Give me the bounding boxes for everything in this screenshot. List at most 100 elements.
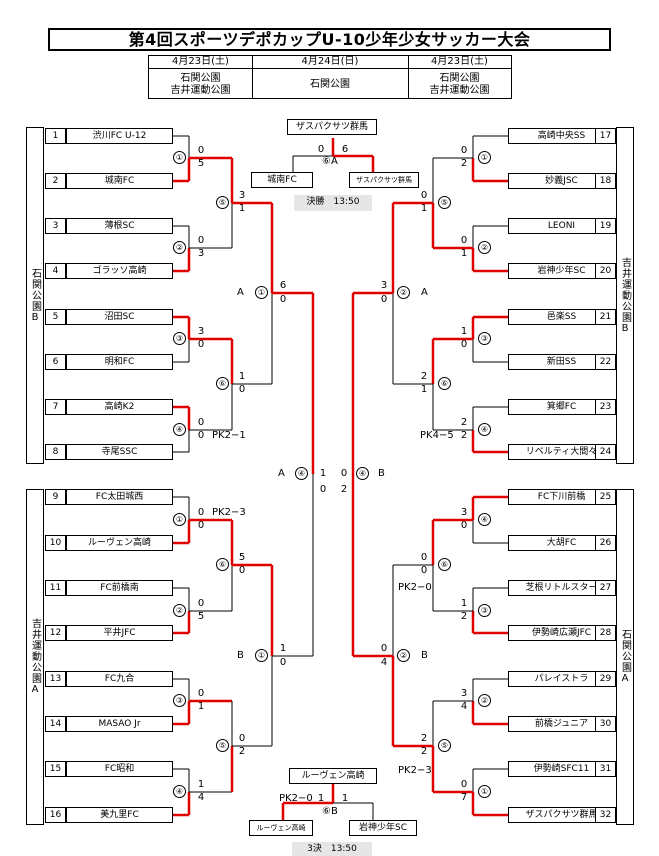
score: 2 [420, 746, 428, 757]
score: 3 [460, 507, 468, 518]
score: 0 [420, 552, 428, 563]
match-number: ⑤ [438, 196, 451, 209]
third-left-team: ルーヴェン高崎 [249, 820, 313, 836]
score: 6 [279, 280, 287, 291]
team-name: 美九里FC [66, 807, 173, 823]
team-number: 31 [595, 761, 616, 777]
score: 2 [238, 746, 246, 757]
score: 5 [197, 611, 205, 622]
match-number: ③ [478, 604, 491, 617]
team-number: 5 [45, 309, 66, 325]
match-number: ④ [295, 467, 308, 480]
team-name: 平井JFC [66, 625, 173, 641]
score: 0 [460, 779, 468, 790]
team-name: 明和FC [66, 354, 173, 370]
team-number: 17 [595, 128, 616, 144]
score: 0 [238, 384, 246, 395]
group-letter: A [421, 287, 428, 298]
score: 1 [460, 598, 468, 609]
score: 2 [460, 158, 468, 169]
score: 0 [319, 484, 327, 495]
score: 1 [319, 468, 327, 479]
match-number: ⑥ [216, 377, 229, 390]
schedule-venue: 石関公園 吉井運動公園 [170, 72, 231, 96]
team-name: 城南FC [66, 173, 173, 189]
team-number: 7 [45, 399, 66, 415]
team-number: 25 [595, 489, 616, 505]
team-name: FC九合 [66, 671, 173, 687]
team-number: 22 [595, 354, 616, 370]
team-number: 20 [595, 263, 616, 279]
match-number: ② [478, 694, 491, 707]
team-number: 32 [595, 807, 616, 823]
score: 0 [197, 145, 205, 156]
team-name: 岩神少年SC [508, 263, 615, 279]
schedule-venue: 石関公園 吉井運動公園 [429, 72, 490, 96]
score: 2 [420, 371, 428, 382]
match-number: ① [173, 513, 186, 526]
score: 0 [460, 520, 468, 531]
third-time: 3決 13:50 [292, 842, 372, 856]
match-number: ② [397, 649, 410, 662]
match-number: ⑤ [216, 196, 229, 209]
score: 1 [341, 793, 349, 804]
final-time: 決勝 13:50 [294, 195, 372, 211]
score: 0 [197, 507, 205, 518]
match-number: ⑤ [438, 739, 451, 752]
team-name: 妙義JSC [508, 173, 615, 189]
match-number: ③ [173, 332, 186, 345]
match-number: ④ [173, 423, 186, 436]
team-number: 2 [45, 173, 66, 189]
team-name: FC太田城西 [66, 489, 173, 505]
match-number: ② [478, 241, 491, 254]
team-name: MASAO Jr [66, 716, 173, 732]
score: 1 [279, 643, 287, 654]
team-number: 4 [45, 263, 66, 279]
team-name: ゴラッソ高崎 [66, 263, 173, 279]
match-number: ⑥ [438, 558, 451, 571]
team-number: 23 [595, 399, 616, 415]
score: 5 [197, 158, 205, 169]
score: 1 [238, 371, 246, 382]
tournament-title: 第4回スポーツデポカップU-10少年少女サッカー大会 [48, 28, 611, 51]
score: 2 [420, 733, 428, 744]
score: 0 [420, 190, 428, 201]
schedule-col-2: 4月24日(日) 石関公園 [252, 56, 409, 98]
schedule-date: 4月23日(土) [408, 56, 511, 69]
team-number: 29 [595, 671, 616, 687]
pk-result: PK2−3 [212, 507, 246, 518]
schedule-col-1: 4月23日(土) 石関公園 吉井運動公園 [149, 56, 253, 98]
score: 0 [197, 430, 205, 441]
score: 4 [460, 701, 468, 712]
venue-label-left-bottom: 吉井運動公園A [26, 489, 44, 825]
score: 0 [420, 565, 428, 576]
pk-result: PK2−0 [279, 793, 313, 804]
group-letter: A [278, 468, 285, 479]
venue-label-right-bottom: 石関公園A [616, 489, 634, 825]
score: 5 [238, 552, 246, 563]
score: 6 [341, 144, 349, 155]
score: 1 [420, 384, 428, 395]
finalist-right: ザスパクサツ群馬 [349, 172, 419, 188]
team-number: 11 [45, 580, 66, 596]
score: 0 [197, 339, 205, 350]
team-number: 10 [45, 535, 66, 551]
group-letter: B [237, 650, 244, 661]
schedule-col-3: 4月23日(土) 石関公園 吉井運動公園 [408, 56, 511, 98]
score: 1 [197, 701, 205, 712]
score: 0 [460, 235, 468, 246]
team-name: 渋川FC U-12 [66, 128, 173, 144]
team-number: 14 [45, 716, 66, 732]
match-number: ① [255, 649, 268, 662]
score: 3 [197, 326, 205, 337]
pk-result: PK2−3 [398, 765, 432, 776]
score: 0 [197, 688, 205, 699]
team-name: FC前橋南 [66, 580, 173, 596]
score: 1 [238, 203, 246, 214]
score: 1 [420, 203, 428, 214]
venue-label-left-top: 石関公園B [26, 127, 44, 464]
score: 3 [380, 280, 388, 291]
team-name: 沼田SC [66, 309, 173, 325]
match-number: ⑥ [216, 558, 229, 571]
score: 0 [460, 145, 468, 156]
